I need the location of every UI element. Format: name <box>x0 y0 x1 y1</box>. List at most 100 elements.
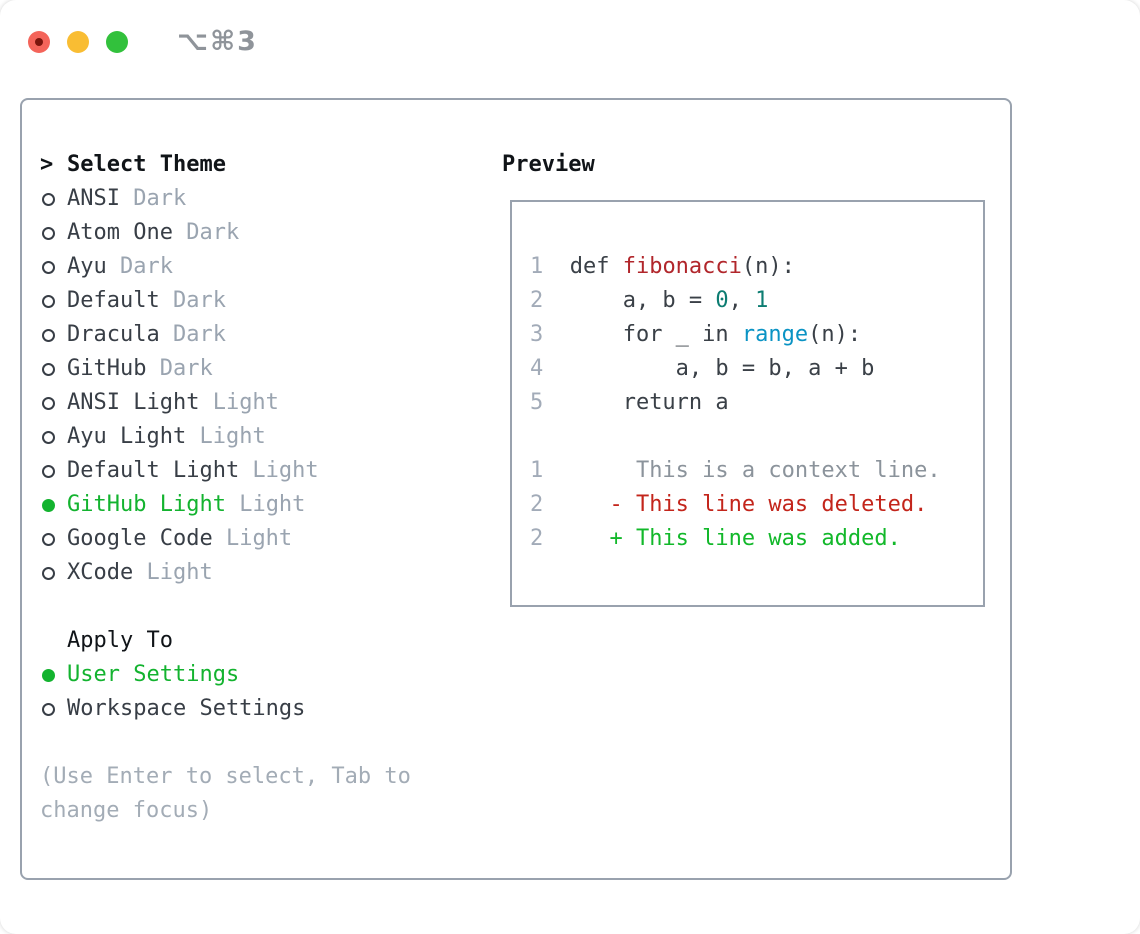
apply-heading-row: Apply To <box>40 624 502 658</box>
radio-icon <box>42 362 55 376</box>
code-token-plain: for _ in <box>569 322 742 347</box>
theme-name: GitHub Light <box>67 492 226 517</box>
radio-icon <box>42 294 55 308</box>
line-number: 1 <box>530 254 544 279</box>
hint-line-2: change focus) <box>40 798 213 823</box>
radio-icon <box>42 396 55 410</box>
theme-name: Default <box>67 288 160 313</box>
theme-variant: Light <box>239 458 319 483</box>
theme-option-dracula[interactable]: Dracula Dark <box>40 318 502 352</box>
code-token-plain: return a <box>569 390 729 415</box>
code-token-plain: a, b = b, a + b <box>569 356 875 381</box>
theme-option-github[interactable]: GitHub Dark <box>40 352 502 386</box>
code-token-number: 0 <box>715 288 729 313</box>
theme-option-github-light[interactable]: GitHub Light Light <box>40 488 502 522</box>
apply-option-user-settings[interactable]: User Settings <box>40 658 502 692</box>
theme-option-atom-one[interactable]: Atom One Dark <box>40 216 502 250</box>
preview-line-2: 2 a, b = 0, 1 <box>530 284 983 318</box>
theme-option-google-code[interactable]: Google Code Light <box>40 522 502 556</box>
radio-icon <box>42 328 55 342</box>
spacer <box>40 590 502 624</box>
theme-variant: Dark <box>146 356 213 381</box>
preview-line-5: 5 return a <box>530 386 983 420</box>
theme-variant: Light <box>225 492 306 517</box>
theme-option-ayu-light[interactable]: Ayu Light Light <box>40 420 502 454</box>
code-token-plain: a, b = <box>569 288 716 313</box>
theme-variant: Dark <box>106 254 173 279</box>
radio-icon <box>42 226 55 240</box>
preview-line-9: 2 + This line was added. <box>530 522 983 556</box>
radio-icon <box>42 430 55 444</box>
preview-heading: Preview <box>502 152 595 177</box>
theme-option-xcode[interactable]: XCode Light <box>40 556 502 590</box>
radio-selected-icon <box>42 668 55 682</box>
line-number: 5 <box>530 390 544 415</box>
code-token-deleted: - This line was deleted. <box>569 492 928 517</box>
theme-name: XCode <box>67 560 134 585</box>
theme-variant: Light <box>199 390 279 415</box>
theme-name: ANSI <box>67 186 120 211</box>
theme-variant: Light <box>186 424 266 449</box>
picker-heading: Select Theme <box>67 152 226 177</box>
radio-icon <box>42 702 55 716</box>
theme-option-ayu[interactable]: Ayu Dark <box>40 250 502 284</box>
preview-line-7: 1 This is a context line. <box>530 454 983 488</box>
theme-name: Google Code <box>67 526 213 551</box>
theme-name: Ayu <box>67 254 107 279</box>
radio-icon <box>42 260 55 274</box>
code-token-context: This is a context line. <box>569 458 941 483</box>
apply-option-workspace-settings[interactable]: Workspace Settings <box>40 692 502 726</box>
theme-name: ANSI Light <box>67 390 200 415</box>
radio-icon <box>42 566 55 580</box>
apply-option-label: User Settings <box>67 662 240 687</box>
theme-option-ansi[interactable]: ANSI Dark <box>40 182 502 216</box>
code-token-plain: def <box>569 254 623 279</box>
theme-variant: Dark <box>172 220 240 245</box>
code-token-plain: (n): <box>741 254 795 279</box>
theme-option-default-light[interactable]: Default Light Light <box>40 454 502 488</box>
line-number: 3 <box>530 322 544 347</box>
preview-heading-row: Preview <box>502 148 1010 182</box>
theme-name: Default Light <box>67 458 240 483</box>
theme-variant: Dark <box>159 288 226 313</box>
titlebar: ⌥⌘3 <box>28 26 258 57</box>
radio-icon <box>42 464 55 478</box>
theme-variant: Light <box>133 560 213 585</box>
theme-name: Dracula <box>67 322 160 347</box>
spacer <box>40 726 502 760</box>
theme-option-ansi-light[interactable]: ANSI Light Light <box>40 386 502 420</box>
apply-option-label: Workspace Settings <box>67 696 306 721</box>
code-token-builtin: range <box>741 322 809 347</box>
theme-variant: Dark <box>159 322 226 347</box>
cursor-icon: > <box>40 152 54 177</box>
preview-line-8: 2 - This line was deleted. <box>530 488 983 522</box>
minimize-button[interactable] <box>67 30 89 53</box>
preview-line-6 <box>530 420 983 454</box>
theme-name: GitHub <box>67 356 147 381</box>
close-button[interactable] <box>28 30 50 53</box>
line-number: 2 <box>530 492 544 517</box>
code-token-plain: (n): <box>808 322 862 347</box>
hint-line-1: (Use Enter to select, Tab to <box>40 764 411 789</box>
zoom-button[interactable] <box>106 30 128 53</box>
preview-line-4: 4 a, b = b, a + b <box>530 352 983 386</box>
theme-name: Atom One <box>67 220 173 245</box>
code-token-number: 1 <box>755 288 769 313</box>
line-number: 2 <box>530 526 544 551</box>
theme-option-default[interactable]: Default Dark <box>40 284 502 318</box>
line-number: 4 <box>530 356 544 381</box>
line-number: 2 <box>530 288 544 313</box>
theme-variant: Dark <box>119 186 187 211</box>
window-title: ⌥⌘3 <box>177 26 258 57</box>
line-number: 1 <box>530 458 544 483</box>
code-token-plain: , <box>728 288 756 313</box>
apply-heading: Apply To <box>67 628 173 653</box>
radio-icon <box>42 532 55 546</box>
